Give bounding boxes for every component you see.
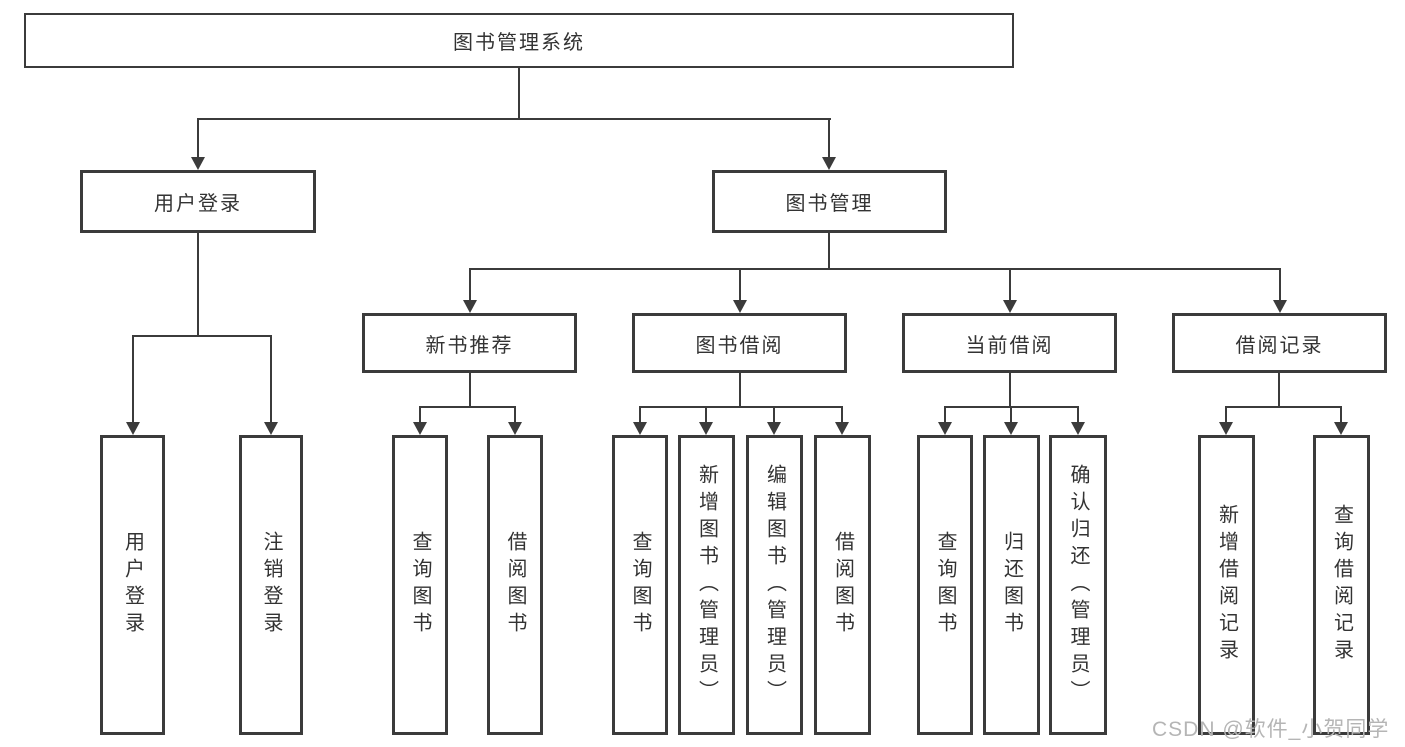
connector-line	[639, 406, 641, 422]
connector-arrowhead	[1334, 422, 1348, 435]
connector-line	[1009, 268, 1011, 300]
connector-line	[419, 406, 421, 422]
connector-line	[773, 406, 775, 422]
connector-line	[197, 118, 831, 120]
node-library-system: 图书管理系统	[24, 13, 1014, 68]
connector-arrowhead	[835, 422, 849, 435]
connector-arrowhead	[126, 422, 140, 435]
connector-line	[132, 335, 272, 337]
connector-line	[1225, 406, 1227, 422]
connector-line	[639, 406, 843, 408]
connector-line	[197, 118, 199, 158]
connector-line	[132, 335, 134, 422]
connector-arrowhead	[463, 300, 477, 313]
connector-arrowhead	[822, 157, 836, 170]
connector-line	[1225, 406, 1342, 408]
connector-line	[739, 373, 741, 407]
connector-arrowhead	[633, 422, 647, 435]
node-records-query-record: 查询借阅记录	[1313, 435, 1370, 735]
node-label: 注销登录	[260, 531, 282, 639]
node-rec-query-book: 查询图书	[392, 435, 448, 735]
connector-line	[270, 335, 272, 422]
connector-line	[841, 406, 843, 422]
connector-arrowhead	[1071, 422, 1085, 435]
connector-arrowhead	[264, 422, 278, 435]
node-borrow-query-book: 查询图书	[612, 435, 668, 735]
connector-arrowhead	[1219, 422, 1233, 435]
node-current-return-book: 归还图书	[983, 435, 1040, 735]
connector-line	[469, 268, 471, 300]
connector-arrowhead	[191, 157, 205, 170]
node-label: 查询图书	[409, 531, 431, 639]
connector-line	[1340, 406, 1342, 422]
csdn-watermark: CSDN @软件_小贺同学	[1152, 718, 1390, 741]
connector-line	[828, 233, 830, 270]
connector-arrowhead	[1003, 300, 1017, 313]
connector-line	[469, 373, 471, 407]
connector-line	[1010, 406, 1012, 422]
node-rec-borrow-book: 借阅图书	[487, 435, 543, 735]
node-current-query-book: 查询图书	[917, 435, 973, 735]
connector-line	[1009, 373, 1011, 407]
node-label: 借阅图书	[504, 531, 526, 639]
node-label: 查询借阅记录	[1330, 504, 1353, 666]
node-book-borrowing: 图书借阅	[632, 313, 847, 373]
node-label: 借阅图书	[831, 531, 854, 639]
node-label: 新增借阅记录	[1215, 504, 1238, 666]
node-borrow-add-book-admin: 新增图书（管理员）	[678, 435, 735, 735]
node-user-login: 用户登录	[100, 435, 165, 735]
node-label: 归还图书	[1000, 531, 1023, 639]
node-label: 编辑图书（管理员）	[763, 463, 786, 707]
node-label: 用户登录	[121, 531, 144, 639]
connector-line	[705, 406, 707, 422]
node-user-login-group: 用户登录	[80, 170, 316, 233]
node-book-management: 图书管理	[712, 170, 947, 233]
connector-line	[739, 268, 741, 300]
connector-line	[828, 118, 830, 158]
connector-arrowhead	[767, 422, 781, 435]
connector-arrowhead	[733, 300, 747, 313]
node-label: 确认归还（管理员）	[1067, 463, 1089, 707]
connector-line	[518, 68, 520, 119]
connector-line	[514, 406, 516, 422]
node-new-book-recommend: 新书推荐	[362, 313, 577, 373]
node-borrow-edit-book-admin: 编辑图书（管理员）	[746, 435, 803, 735]
node-label: 新增图书（管理员）	[695, 463, 718, 707]
node-current-confirm-return-admin: 确认归还（管理员）	[1049, 435, 1107, 735]
connector-line	[944, 406, 946, 422]
node-records-add-record: 新增借阅记录	[1198, 435, 1255, 735]
connector-arrowhead	[1273, 300, 1287, 313]
connector-arrowhead	[508, 422, 522, 435]
node-borrowing-records: 借阅记录	[1172, 313, 1387, 373]
node-current-borrowing: 当前借阅	[902, 313, 1117, 373]
connector-arrowhead	[413, 422, 427, 435]
node-logout: 注销登录	[239, 435, 303, 735]
node-label: 查询图书	[934, 531, 956, 639]
connector-line	[197, 233, 199, 337]
connector-line	[1077, 406, 1079, 422]
connector-line	[1278, 373, 1280, 407]
connector-line	[1279, 268, 1281, 300]
connector-arrowhead	[699, 422, 713, 435]
connector-arrowhead	[1004, 422, 1018, 435]
connector-arrowhead	[938, 422, 952, 435]
node-label: 查询图书	[629, 531, 651, 639]
connector-line	[419, 406, 516, 408]
node-borrow-borrow-book: 借阅图书	[814, 435, 871, 735]
connector-line	[469, 268, 1281, 270]
